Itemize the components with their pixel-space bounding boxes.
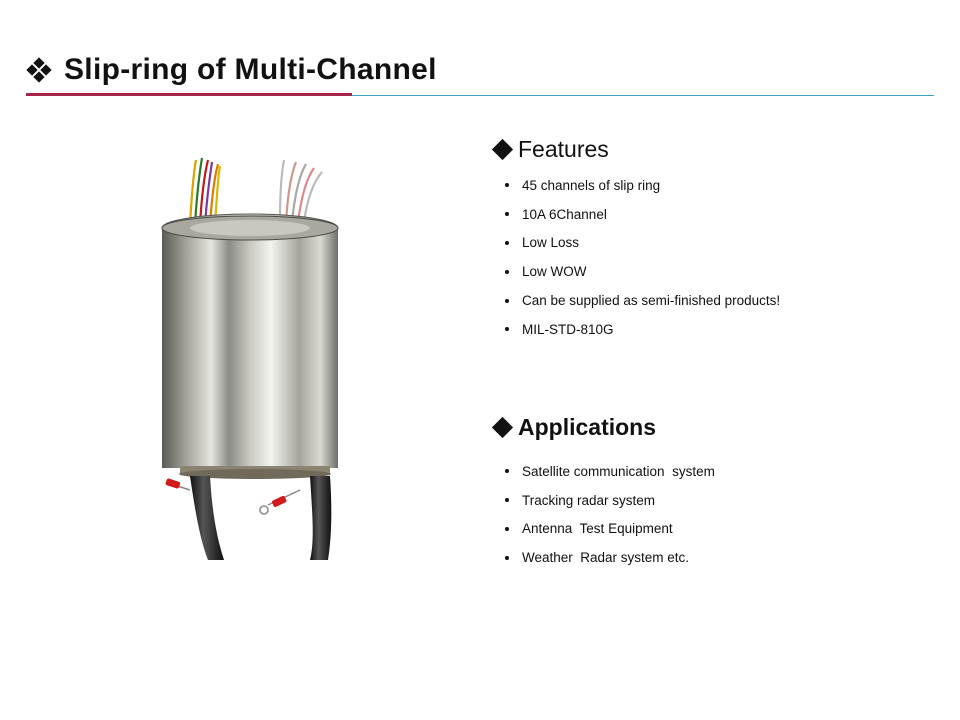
page-title: Slip-ring of Multi-Channel xyxy=(64,53,437,86)
features-list: 45 channels of slip ring 10A 6Channel Lo… xyxy=(505,171,780,344)
bullet-dot-icon xyxy=(505,212,509,217)
features-heading-label: Features xyxy=(518,136,609,162)
list-item: Antenna Test Equipment xyxy=(505,515,715,544)
bullet-dot-icon xyxy=(505,498,509,503)
bullet-dot-icon xyxy=(505,183,509,188)
features-heading: Features xyxy=(491,136,609,163)
diamond-bullet-icon xyxy=(491,416,514,439)
bullet-dot-icon xyxy=(505,240,509,245)
list-item: MIL-STD-810G xyxy=(505,315,780,344)
list-item: 10A 6Channel xyxy=(505,200,780,229)
list-item: Can be supplied as semi-finished product… xyxy=(505,286,780,315)
bullet-dot-icon xyxy=(505,469,509,474)
list-item: Low WOW xyxy=(505,257,780,286)
title-underline-thin xyxy=(352,95,934,96)
list-item: 45 channels of slip ring xyxy=(505,171,780,200)
red-terminal-right xyxy=(259,489,301,515)
bullet-dot-icon xyxy=(505,269,509,274)
list-item: Satellite communication system xyxy=(505,457,715,486)
bullet-dot-icon xyxy=(505,327,509,332)
red-terminal-left xyxy=(165,478,191,491)
slide-title: Slip-ring of Multi-Channel xyxy=(26,50,437,90)
diamond-bullet-icon xyxy=(491,138,514,161)
list-item: Weather Radar system etc. xyxy=(505,543,715,572)
four-diamond-bullet-icon xyxy=(26,57,52,83)
applications-heading-label: Applications xyxy=(518,414,657,440)
list-item: Tracking radar system xyxy=(505,486,715,515)
slip-ring-product-image xyxy=(150,150,380,570)
title-underline-accent xyxy=(26,93,352,96)
list-item: Low Loss xyxy=(505,229,780,258)
applications-list: Satellite communication system Tracking … xyxy=(505,457,715,572)
applications-heading: Applications xyxy=(491,414,657,441)
bullet-dot-icon xyxy=(505,298,509,303)
bullet-dot-icon xyxy=(505,526,509,531)
bullet-dot-icon xyxy=(505,555,509,560)
